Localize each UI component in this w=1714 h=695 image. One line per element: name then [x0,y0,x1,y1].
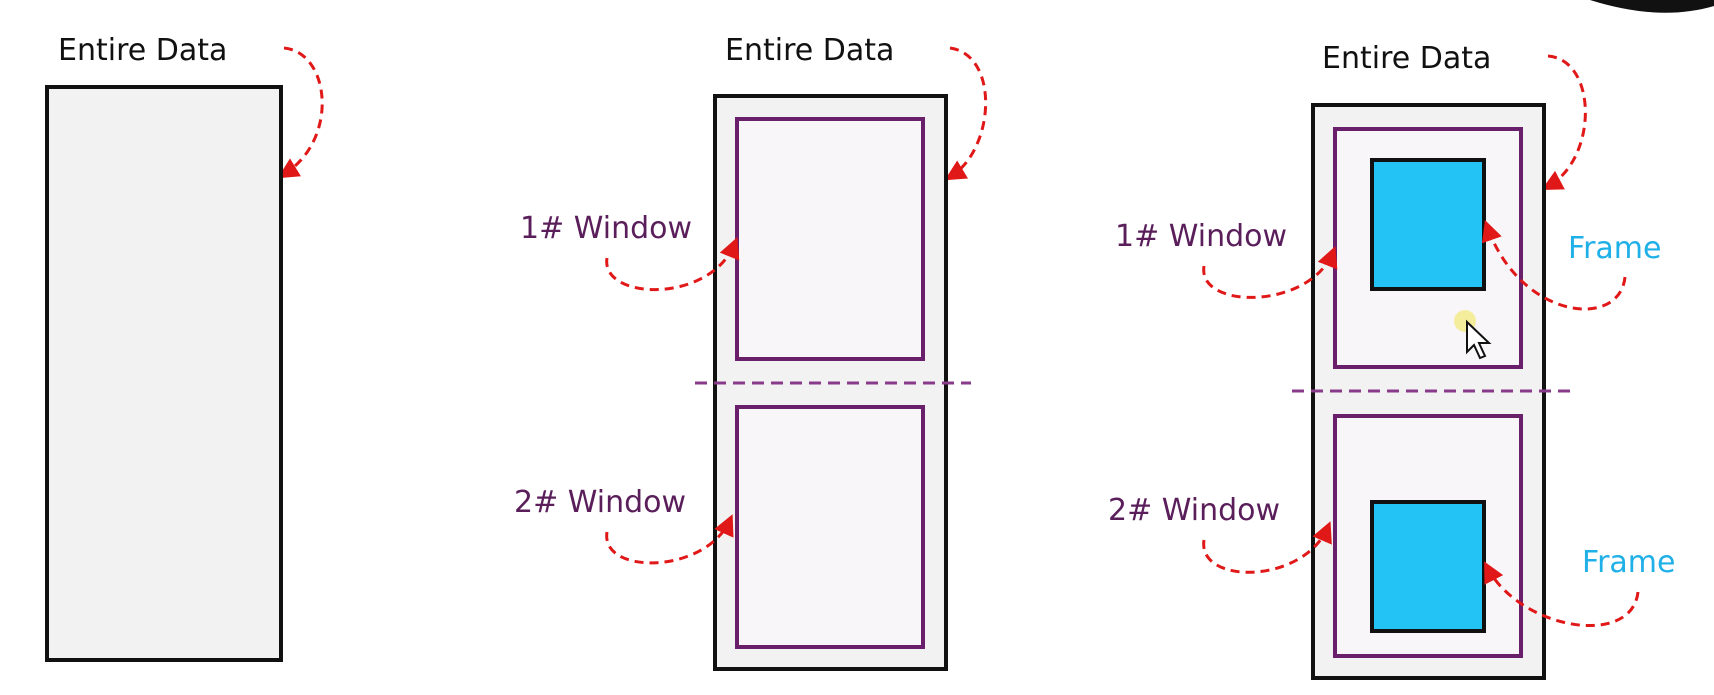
window-1-label-2: 1# Window [520,211,692,246]
window-1-box-2 [735,117,925,361]
window-2-arrow-2 [605,514,734,565]
entire-data-label-2: Entire Data [725,33,894,68]
window-1-arrow-3 [1202,246,1338,299]
entire-data-arrow-2 [944,46,988,181]
window-2-label-3: 2# Window [1108,493,1280,528]
entire-data-arrow-1 [277,46,324,179]
panel-2: Entire Data 1# Window 2# Window [514,33,988,671]
frame-box-1 [1370,158,1486,291]
window-1-arrow-2 [605,237,740,292]
frame-arrow-2 [1484,561,1640,627]
entire-data-label-1: Entire Data [58,33,227,68]
entire-data-block-1 [45,85,283,662]
frame-box-2 [1370,500,1486,633]
panel-3: Entire Data 1# Window 2# Window Frame Fr… [1108,41,1675,680]
entire-data-label-3: Entire Data [1322,41,1491,76]
frame-label-1: Frame [1568,231,1661,266]
mouse-cursor-icon [1466,319,1492,360]
entire-data-arrow-3 [1541,54,1587,190]
panel-1: Entire Data [45,33,324,662]
window-1-label-3: 1# Window [1115,219,1287,254]
window-2-arrow-3 [1202,521,1332,574]
frame-label-2: Frame [1582,545,1675,580]
window-2-label-2: 2# Window [514,485,686,520]
window-2-box-2 [735,405,925,649]
frame-arrow-1 [1481,220,1627,311]
corner-decoration [1590,0,1714,13]
